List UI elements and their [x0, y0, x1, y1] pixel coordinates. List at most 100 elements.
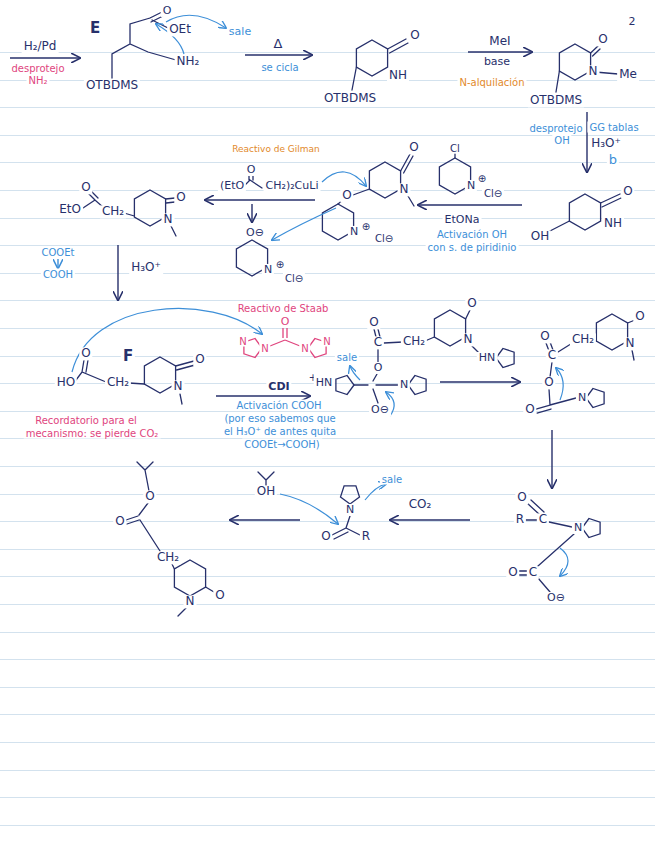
note-label: COOH: [41, 269, 75, 280]
note-label: O: [340, 189, 353, 202]
drawing-stroke: [0, 797, 655, 798]
drawing-stroke: [569, 194, 600, 230]
note-label: NH: [387, 69, 409, 82]
drawing-stroke: [10, 57, 80, 58]
note-label: H₃O⁺: [129, 261, 163, 274]
note-label: O: [319, 530, 332, 543]
note-label: N-alquilación: [457, 77, 526, 88]
note-label: N: [576, 392, 588, 404]
note-label: OTBDMS: [322, 92, 378, 105]
drawing-stroke: [216, 395, 310, 396]
note-label: O: [372, 362, 385, 374]
drawing-stroke: [322, 172, 366, 186]
note-label: sale: [227, 26, 253, 38]
drawing-stroke: [354, 310, 480, 403]
drawing-stroke: [519, 500, 574, 592]
note-label: OH: [529, 230, 551, 243]
note-label: Cl⊖: [373, 233, 395, 244]
drawing-stroke: [0, 162, 655, 163]
note-label: N: [162, 213, 175, 226]
drawing-stroke: [356, 40, 387, 76]
note-label: O: [367, 316, 380, 329]
drawing-stroke: [230, 519, 300, 520]
note-label: Cl: [448, 143, 462, 154]
note-label: ⊕: [274, 259, 286, 270]
note-label: O: [79, 181, 92, 194]
note-label: N: [572, 522, 584, 534]
note-label: (por eso sabemos que: [222, 413, 337, 424]
drawing-stroke: [551, 430, 552, 488]
drawing-stroke: [245, 54, 312, 55]
note-label: CH₂: [105, 376, 131, 389]
note-label: Reactivo de Gilman: [230, 145, 322, 155]
drawing-stroke: [496, 349, 514, 368]
drawing-stroke: [0, 52, 655, 53]
note-label: N: [299, 343, 310, 354]
drawing-stroke: [440, 381, 520, 382]
reaction-arrows: [10, 52, 587, 520]
drawing-stroke: [408, 376, 426, 395]
drawing-stroke: [0, 659, 655, 660]
note-label: O: [408, 29, 421, 42]
drawing-stroke: [369, 162, 400, 198]
drawing-stroke: [0, 190, 655, 191]
drawing-stroke: [468, 51, 532, 52]
drawing-stroke: [352, 39, 408, 90]
molecule-bonds: [76, 12, 635, 616]
note-label: el H₃O⁺ de antes quita: [222, 426, 338, 437]
drawing-stroke: [251, 204, 252, 222]
note-label: O: [633, 310, 646, 323]
note-label: O: [174, 191, 187, 204]
drawing-stroke: [0, 604, 655, 605]
note-label: CDI: [266, 381, 291, 393]
note-label: H₂/Pd: [22, 40, 59, 53]
note-label: Activación OH: [435, 229, 509, 240]
note-label: Activación COOH: [234, 400, 323, 411]
drawing-stroke: [338, 154, 414, 206]
note-label: Δ: [272, 37, 285, 51]
note-label: NH₂: [26, 75, 49, 86]
note-label: OH: [255, 485, 277, 498]
note-label: se cicla: [259, 62, 300, 73]
drawing-stroke: [72, 308, 262, 372]
drawing-stroke: [205, 199, 315, 200]
drawing-stroke: [556, 46, 618, 92]
note-label: HN: [477, 352, 498, 364]
note-label: CH₂)₂CuLi: [264, 180, 321, 192]
note-label: O: [523, 403, 536, 416]
drawing-stroke: [0, 328, 655, 329]
note-label: O: [279, 316, 292, 328]
note-label: O: [621, 185, 634, 198]
note-label: N: [184, 595, 197, 608]
drawing-stroke: [0, 218, 655, 219]
mechanism-curves: [72, 15, 568, 576]
drawing-stroke: [341, 486, 360, 504]
drawing-stroke: [0, 770, 655, 771]
note-label: CH₂: [100, 205, 126, 218]
drawing-stroke: [57, 259, 58, 268]
note-label: mecanismo: se pierde CO₂: [24, 428, 161, 439]
note-label: N: [624, 337, 637, 350]
drawing-stroke: [272, 208, 336, 240]
drawing-stroke: [0, 825, 655, 826]
note-label: O: [143, 490, 156, 503]
note-label: CH₂: [155, 551, 181, 564]
note-label: CH₂: [401, 335, 427, 348]
note-label: GG tablas: [587, 122, 640, 133]
ruled-lines: [0, 53, 655, 826]
note-label: N: [398, 379, 410, 391]
note-label: base: [482, 56, 512, 68]
drawing-stroke: [0, 245, 655, 246]
note-label: HN: [314, 377, 335, 389]
note-label: b: [607, 153, 619, 167]
drawing-stroke: [280, 494, 338, 524]
note-label: R: [514, 513, 526, 526]
drawing-stroke: [418, 204, 522, 205]
note-label: Reactivo de Staab: [236, 303, 331, 314]
drawing-stroke: [76, 360, 195, 404]
note-label: desprotejo: [9, 63, 66, 74]
note-label: COOEt: [40, 247, 77, 258]
note-label: N: [398, 183, 411, 196]
note-label: sale: [335, 352, 359, 363]
